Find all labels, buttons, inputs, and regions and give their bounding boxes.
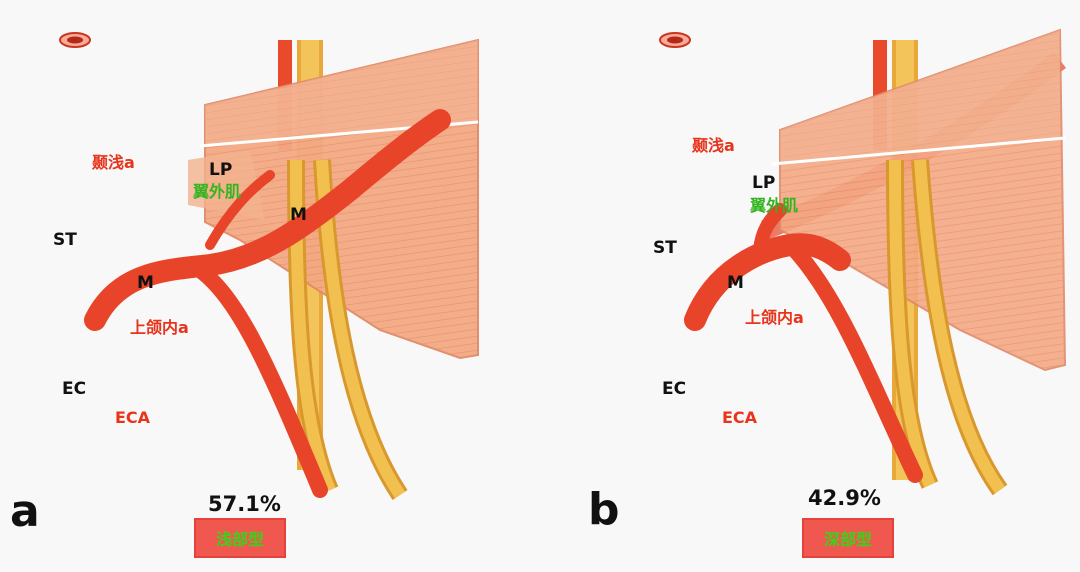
type-badge-a: 浅部型	[194, 518, 286, 558]
label-m-lower: M	[137, 275, 154, 292]
label-ec: EC	[62, 381, 86, 398]
panel-letter-b: b	[588, 488, 620, 532]
label-st: ST	[53, 232, 77, 249]
label-superficial-temporal-cn: 颞浅a	[692, 138, 735, 154]
label-maxillary-cn: 上颌内a	[130, 320, 189, 336]
type-badge-label: 深部型	[824, 526, 872, 550]
panel-a: 颞浅a LP 翼外肌 ST M M 上颌内a EC ECA a 57.1% 浅部…	[0, 0, 540, 572]
type-badge-label: 浅部型	[216, 526, 264, 550]
label-superficial-temporal-cn: 颞浅a	[92, 155, 135, 171]
label-lateral-pterygoid-cn: 翼外肌	[750, 198, 798, 214]
label-eca: ECA	[722, 410, 757, 426]
label-maxillary-cn: 上颌内a	[745, 310, 804, 326]
panel-letter-a: a	[10, 490, 40, 534]
label-eca: ECA	[115, 410, 150, 426]
label-lateral-pterygoid-cn: 翼外肌	[193, 184, 241, 200]
label-lp: LP	[752, 175, 775, 192]
label-st: ST	[653, 240, 677, 257]
percentage-a: 57.1%	[208, 494, 281, 515]
label-m: M	[727, 275, 744, 292]
anatomy-illustration-a	[0, 0, 540, 572]
percentage-b: 42.9%	[808, 488, 881, 509]
label-lp: LP	[209, 162, 232, 179]
type-badge-b: 深部型	[802, 518, 894, 558]
panel-b: 颞浅a LP 翼外肌 ST M 上颌内a EC ECA b 42.9% 深部型	[540, 0, 1080, 572]
label-ec: EC	[662, 381, 686, 398]
label-m-upper: M	[290, 207, 307, 224]
